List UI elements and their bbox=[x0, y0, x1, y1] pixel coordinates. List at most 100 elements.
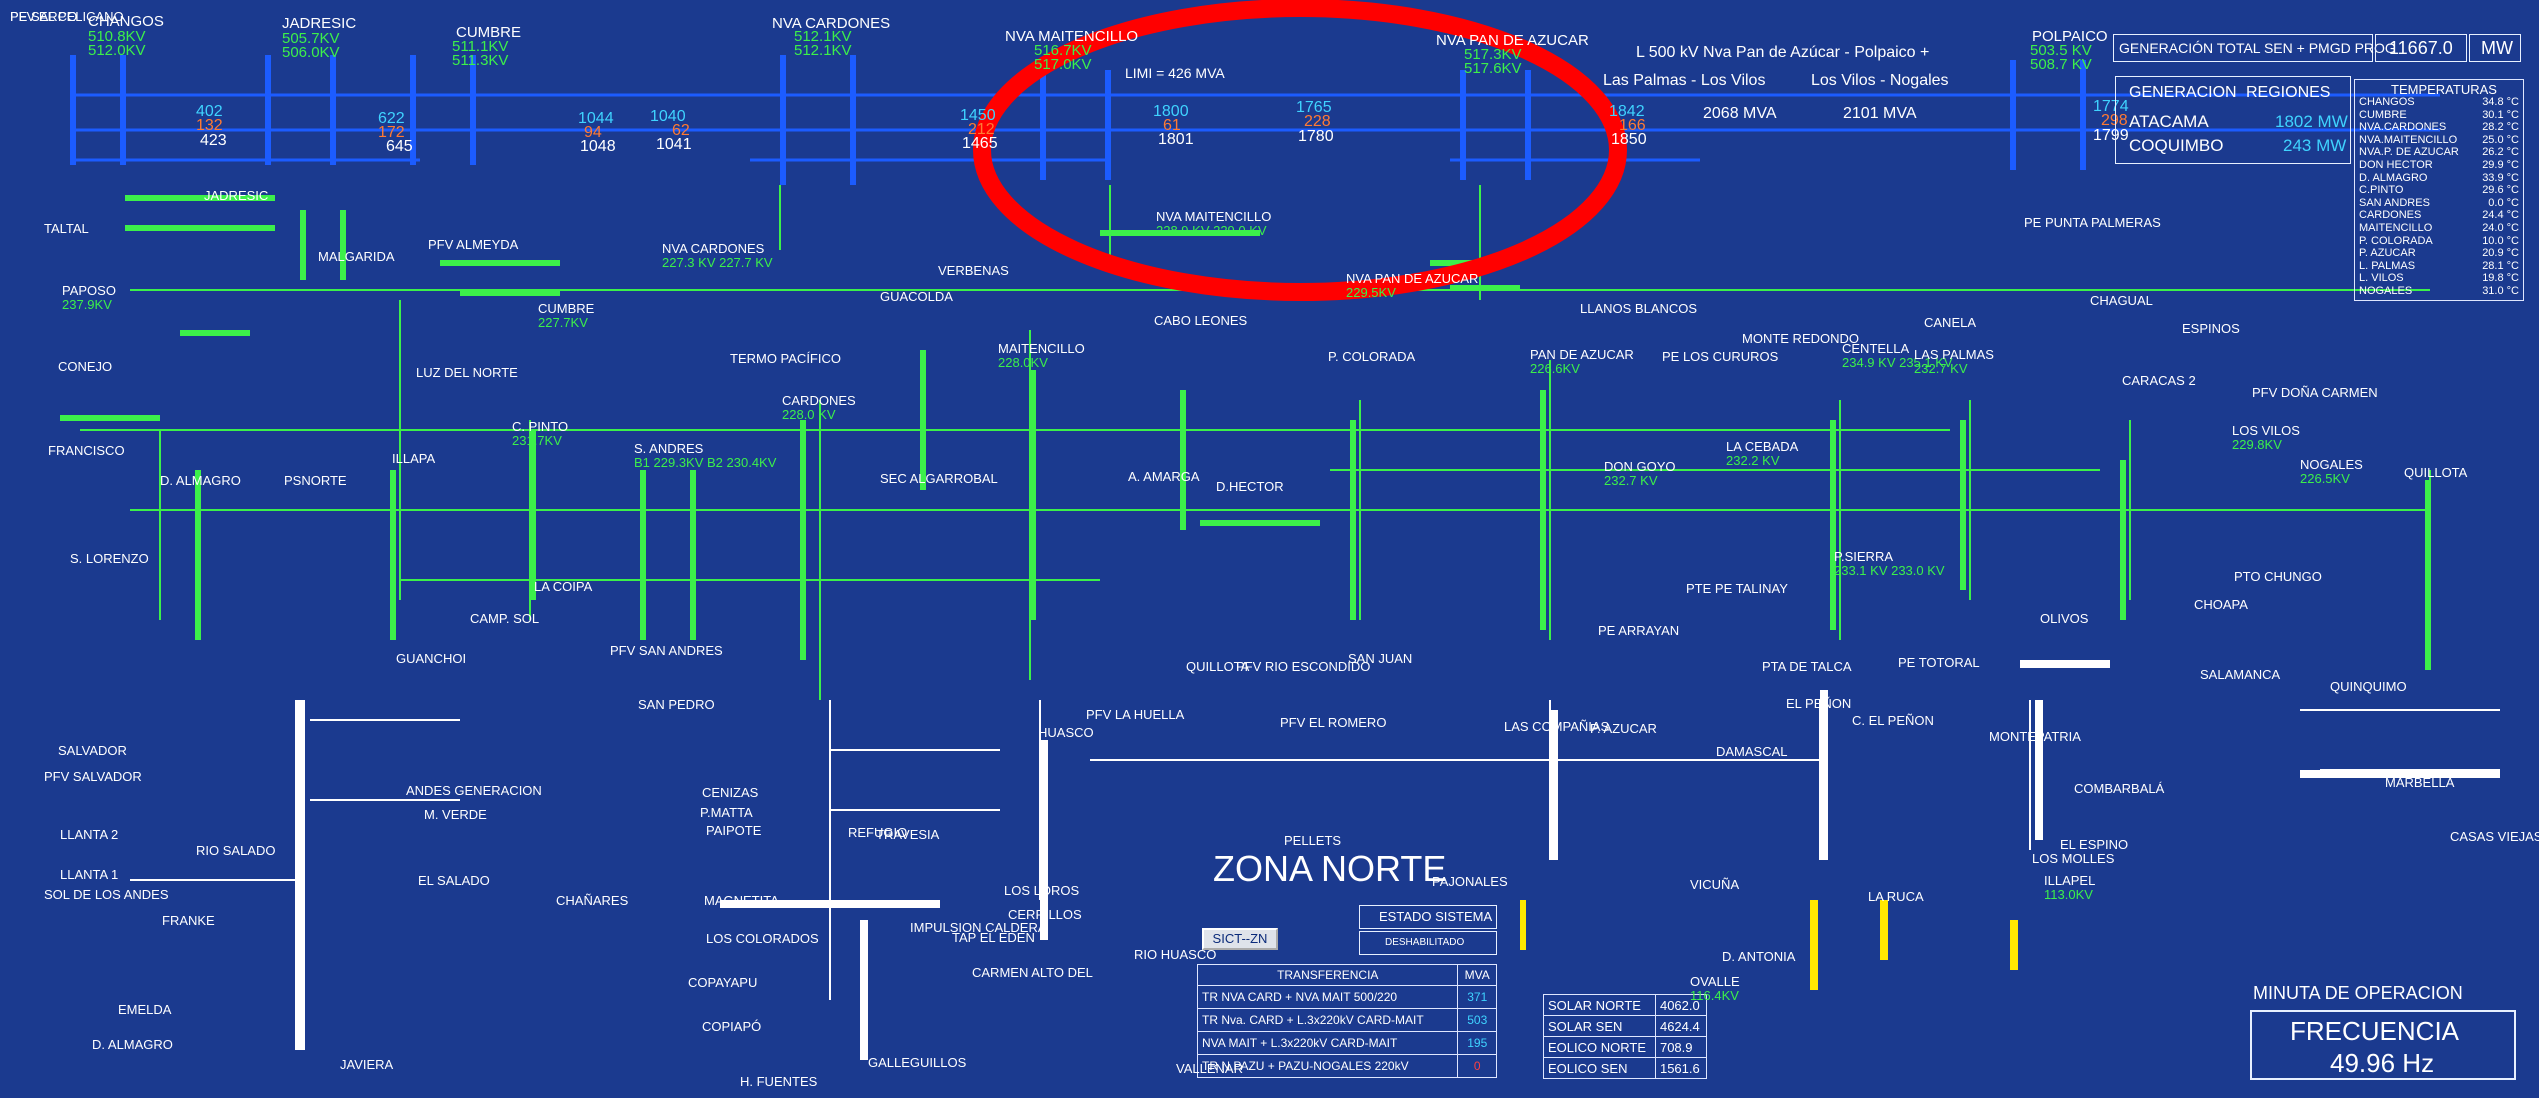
station-label[interactable]: PE SARCO bbox=[10, 10, 77, 24]
station-label[interactable]: LA COIPA bbox=[534, 580, 592, 594]
station-label[interactable]: PAIPOTE bbox=[706, 824, 761, 838]
station-label[interactable]: PFV LA HUELLA bbox=[1086, 708, 1184, 722]
station-label[interactable]: LOS LOROS bbox=[1004, 884, 1079, 898]
station-label[interactable]: SAN PEDRO bbox=[638, 698, 715, 712]
station-label[interactable]: VICUÑA bbox=[1690, 878, 1739, 892]
station-label[interactable]: TAP EL EDEN bbox=[952, 931, 1035, 945]
station-label[interactable]: QUILLOTA bbox=[2404, 466, 2467, 480]
station-label[interactable]: COMBARBALÁ bbox=[2074, 782, 2164, 796]
station-label[interactable]: VERBENAS bbox=[938, 264, 1009, 278]
station-label[interactable]: CONEJO bbox=[58, 360, 112, 374]
station-label[interactable]: ILLAPA bbox=[392, 452, 435, 466]
station-label[interactable]: C. EL PEÑON bbox=[1852, 714, 1934, 728]
station-label[interactable]: PFV SALVADOR bbox=[44, 770, 142, 784]
station-label[interactable]: LLANTA 2 bbox=[60, 828, 118, 842]
station-label[interactable]: SEC ALGARROBAL bbox=[880, 472, 998, 486]
station-label[interactable]: PE TOTORAL bbox=[1898, 656, 1980, 670]
station-label[interactable]: PE ARRAYAN bbox=[1598, 624, 1679, 638]
station-label[interactable]: LLANTA 1 bbox=[60, 868, 118, 882]
station-label[interactable]: SOL DE LOS ANDES bbox=[44, 888, 169, 902]
station-label[interactable]: PAJONALES bbox=[1432, 875, 1508, 889]
station-label[interactable]: SAN JUAN bbox=[1348, 652, 1412, 666]
station-label[interactable]: P.MATTA bbox=[700, 806, 753, 820]
station-label[interactable]: GALLEGUILLOS bbox=[868, 1056, 966, 1070]
station-label[interactable]: CARACAS 2 bbox=[2122, 374, 2196, 388]
station-label[interactable]: LLANOS BLANCOS bbox=[1580, 302, 1697, 316]
station-label[interactable]: PFV ALMEYDA bbox=[428, 238, 518, 252]
station-label[interactable]: EL SALADO bbox=[418, 874, 490, 888]
station-label[interactable]: PE LOS CURUROS bbox=[1662, 350, 1778, 364]
station-label[interactable]: JAVIERA bbox=[340, 1058, 393, 1072]
station-label[interactable]: MARBELLA bbox=[2385, 776, 2454, 790]
station-label[interactable]: TRAVESIA bbox=[876, 828, 939, 842]
station-label[interactable]: PFV SAN ANDRES bbox=[610, 644, 723, 658]
station-label[interactable]: CERRILLOS bbox=[1008, 908, 1082, 922]
station-label[interactable]: P. AZUCAR bbox=[1590, 722, 1657, 736]
station-label[interactable]: D. ANTONIA bbox=[1722, 950, 1795, 964]
station-label[interactable]: ANDES GENERACION bbox=[406, 784, 542, 798]
station-label[interactable]: P. COLORADA bbox=[1328, 350, 1415, 364]
station-label[interactable]: PELLETS bbox=[1284, 834, 1341, 848]
station-label[interactable]: PTO CHUNGO bbox=[2234, 570, 2322, 584]
station-label[interactable]: D. ALMAGRO bbox=[92, 1038, 173, 1052]
station-label[interactable]: EMELDA bbox=[118, 1003, 171, 1017]
station-label[interactable]: VALLENAR bbox=[1176, 1062, 1243, 1076]
station-label[interactable]: ESPINOS bbox=[2182, 322, 2240, 336]
station-label[interactable]: COPIAPÓ bbox=[702, 1020, 761, 1034]
station-label[interactable]: CHAGUAL bbox=[2090, 294, 2153, 308]
station-label[interactable]: A. AMARGA bbox=[1128, 470, 1200, 484]
station-label[interactable]: TALTAL bbox=[44, 222, 89, 236]
station-label[interactable]: MALGARIDA bbox=[318, 250, 395, 264]
station-label[interactable]: TERMO PACÍFICO bbox=[730, 352, 841, 366]
station-label[interactable]: GUACOLDA bbox=[880, 290, 953, 304]
station-label[interactable]: CANELA bbox=[1924, 316, 1976, 330]
station-label[interactable]: M. VERDE bbox=[424, 808, 487, 822]
station-label[interactable]: PSNORTE bbox=[284, 474, 347, 488]
station-label[interactable]: FRANKE bbox=[162, 914, 215, 928]
station-label[interactable]: REFUGIO bbox=[848, 826, 907, 840]
station-label[interactable]: HUASCO bbox=[1038, 726, 1094, 740]
station-label[interactable]: JADRESIC bbox=[204, 189, 268, 203]
station-label[interactable]: QUILLOTA bbox=[1186, 660, 1249, 674]
station-label[interactable]: CASAS VIEJAS bbox=[2450, 830, 2539, 844]
station-label[interactable]: CABO LEONES bbox=[1154, 314, 1247, 328]
station-label[interactable]: RIO SALADO bbox=[196, 844, 275, 858]
station-label[interactable]: SALAMANCA bbox=[2200, 668, 2280, 682]
station-label[interactable]: LAS COMPAÑIAS bbox=[1504, 720, 1609, 734]
station-label[interactable]: S. LORENZO bbox=[70, 552, 149, 566]
station-label[interactable]: LOS MOLLES bbox=[2032, 852, 2114, 866]
station-label[interactable]: OLIVOS bbox=[2040, 612, 2088, 626]
station-label[interactable]: PTE PE TALINAY bbox=[1686, 582, 1788, 596]
station-label[interactable]: DAMASCAL bbox=[1716, 745, 1788, 759]
station-label[interactable]: MAGNETITA bbox=[704, 894, 779, 908]
station-label[interactable]: GUANCHOI bbox=[396, 652, 466, 666]
station-label[interactable]: QUINQUIMO bbox=[2330, 680, 2407, 694]
station-label[interactable]: CENIZAS bbox=[702, 786, 758, 800]
station-label[interactable]: CARMEN ALTO DEL bbox=[972, 966, 1093, 980]
station-label[interactable]: LA RUCA bbox=[1868, 890, 1924, 904]
station-label[interactable]: IMPULSION CALDERA bbox=[910, 921, 1047, 935]
station-label[interactable]: PFV DOÑA CARMEN bbox=[2252, 386, 2378, 400]
station-label[interactable]: LOS COLORADOS bbox=[706, 932, 819, 946]
station-label[interactable]: D.HECTOR bbox=[1216, 480, 1284, 494]
station-label[interactable]: RIO HUASCO bbox=[1134, 948, 1216, 962]
station-label[interactable]: PFV EL ROMERO bbox=[1280, 716, 1386, 730]
station-label[interactable]: SALVADOR bbox=[58, 744, 127, 758]
station-label[interactable]: PTA DE TALCA bbox=[1762, 660, 1852, 674]
station-label[interactable]: COPAYAPU bbox=[688, 976, 757, 990]
